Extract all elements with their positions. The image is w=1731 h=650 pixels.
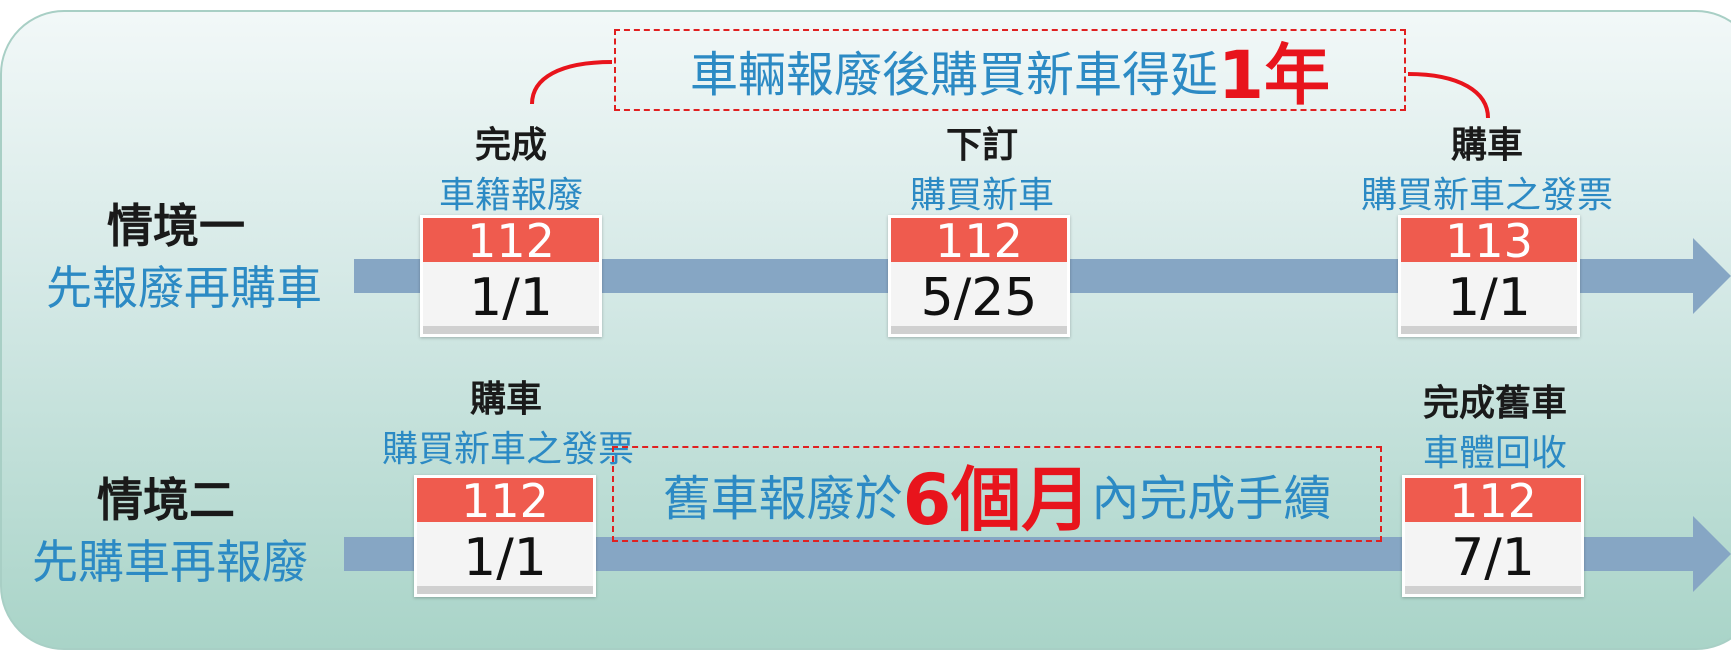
scenario1-subtitle: 先報廢再購車 [46,261,322,315]
scenario1-arrowhead [1693,238,1731,314]
scenario2-title: 情境二 [97,473,235,527]
scenario1-event3-calendar: 113 1/1 [1398,215,1580,337]
calendar-year: 112 [423,218,599,264]
scenario1-event1-calendar: 112 1/1 [420,215,602,337]
calendar-year: 112 [891,218,1067,264]
calendar-date: 1/1 [1447,268,1531,328]
calendar-date: 1/1 [469,268,553,328]
scenario1-event1-sublabel: 車籍報廢 [438,175,584,216]
scenario2-event2-calendar: 112 7/1 [1402,475,1584,597]
calendar-year: 112 [417,478,593,524]
scenario2-event1-sublabel: 購買新車之發票 [381,429,635,470]
scenario2-subtitle: 先購車再報廢 [32,535,308,589]
calendar-date: 5/25 [920,268,1038,328]
calendar-year: 112 [1405,478,1581,524]
scenario1-note-highlight: 1年 [1218,37,1330,114]
scenario1-note-prefix: 車輛報廢後購買新車得延 [690,47,1219,103]
calendar-year: 113 [1401,218,1577,264]
calendar-date: 7/1 [1451,528,1535,588]
scenario2-event1-calendar: 112 1/1 [414,475,596,597]
scenario1-event3-label: 購車 [1450,125,1524,166]
scenario2-event2-label: 完成舊車 [1422,383,1568,424]
scenario2-note-suffix: 內完成手續 [1091,471,1332,527]
scenario1-event1-label: 完成 [474,125,548,166]
scenario1-event2-sublabel: 購買新車 [909,175,1055,216]
scenario1-event2-calendar: 112 5/25 [888,215,1070,337]
scenario1-note-box: 車輛報廢後購買新車得延 1年 [614,29,1406,114]
scenario2-event1-label: 購車 [469,379,543,420]
scenario1-bracket-connector [530,60,1490,119]
scenario2-note-highlight: 6個月 [902,458,1092,541]
calendar-footer [891,326,1067,334]
calendar-date: 1/1 [463,528,547,588]
scenario1-title: 情境一 [107,199,245,253]
scenario2-arrowhead [1693,516,1731,592]
scenario2-event2-sublabel: 車體回收 [1422,433,1568,474]
calendar-footer [417,586,593,594]
scenario1-event2-label: 下訂 [945,125,1019,166]
calendar-footer [1405,586,1581,594]
calendar-footer [1401,326,1577,334]
scenario1-event3-sublabel: 購買新車之發票 [1360,175,1614,216]
scenario2-note-box: 舊車報廢於 6個月 內完成手續 [612,446,1382,542]
scenario2-note-prefix: 舊車報廢於 [662,471,903,527]
calendar-footer [423,326,599,334]
